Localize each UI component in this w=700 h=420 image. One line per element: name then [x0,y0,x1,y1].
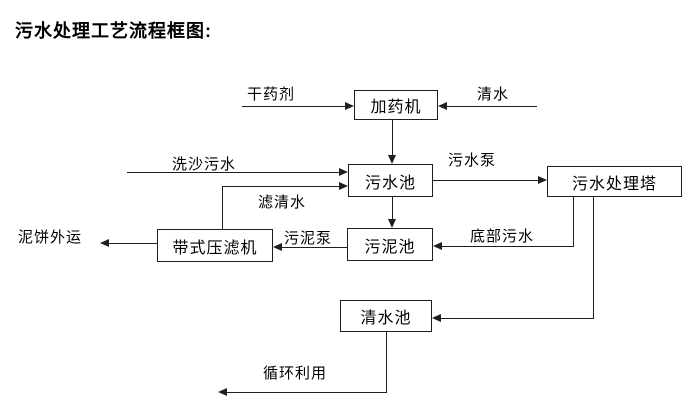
arrowhead-left-icon [432,314,441,322]
arrowhead-down-icon [388,155,396,164]
label-recycle: 循环利用 [263,365,328,382]
arrowhead-right-icon [538,176,547,184]
edge-dosing-to-sewage-line [392,120,393,156]
edge-mud-cake-line [109,243,157,244]
node-belt-filter-press: 带式压滤机 [157,229,273,262]
node-sewage-pool: 污水池 [348,164,433,197]
edge-bottom-sewage-vline [573,197,574,246]
node-treatment-tower: 污水处理塔 [547,166,682,197]
edge-filtered-water-vline [222,186,223,229]
label-dry-chemical: 干药剂 [247,86,296,103]
edge-clean-water-line [447,106,537,107]
arrowhead-right-icon [345,102,354,110]
node-sludge-pool: 污泥池 [347,228,433,261]
edge-recycle-hline [227,392,387,393]
node-clean-water-pool: 清水池 [340,300,432,332]
label-sludge-pump: 污泥泵 [284,230,333,247]
edge-filtered-water-hline [222,186,339,187]
arrowhead-left-icon [273,243,282,251]
edge-sludge-pump-line [281,247,347,248]
label-bottom-sewage: 底部污水 [470,228,535,245]
label-sewage-pump: 污水泵 [448,152,497,169]
arrowhead-left-icon [100,239,109,247]
diagram-title: 污水处理工艺流程框图: [15,21,212,41]
edge-sand-wash-line [127,172,339,173]
edge-dry-chemical-line [242,106,346,107]
edge-tower-to-clean-hline [441,318,594,319]
edge-bottom-sewage-hline [442,246,574,247]
label-clean-water: 清水 [477,86,510,103]
node-dosing-machine: 加药机 [354,90,438,120]
arrowhead-left-icon [218,388,227,396]
label-sand-wash-sewage: 洗沙污水 [172,156,237,173]
arrowhead-right-icon [339,182,348,190]
label-filtered-water: 滤清水 [258,194,307,211]
arrowhead-left-icon [433,242,442,250]
arrowhead-down-icon [388,219,396,228]
edge-sewage-to-sludge-line [392,197,393,219]
label-mud-cake-out: 泥饼外运 [18,229,83,246]
edge-sewage-pump-line [433,180,538,181]
arrowhead-right-icon [339,168,348,176]
edge-recycle-vline [386,332,387,392]
arrowhead-left-icon [438,102,447,110]
edge-tower-to-clean-vline [593,197,594,318]
